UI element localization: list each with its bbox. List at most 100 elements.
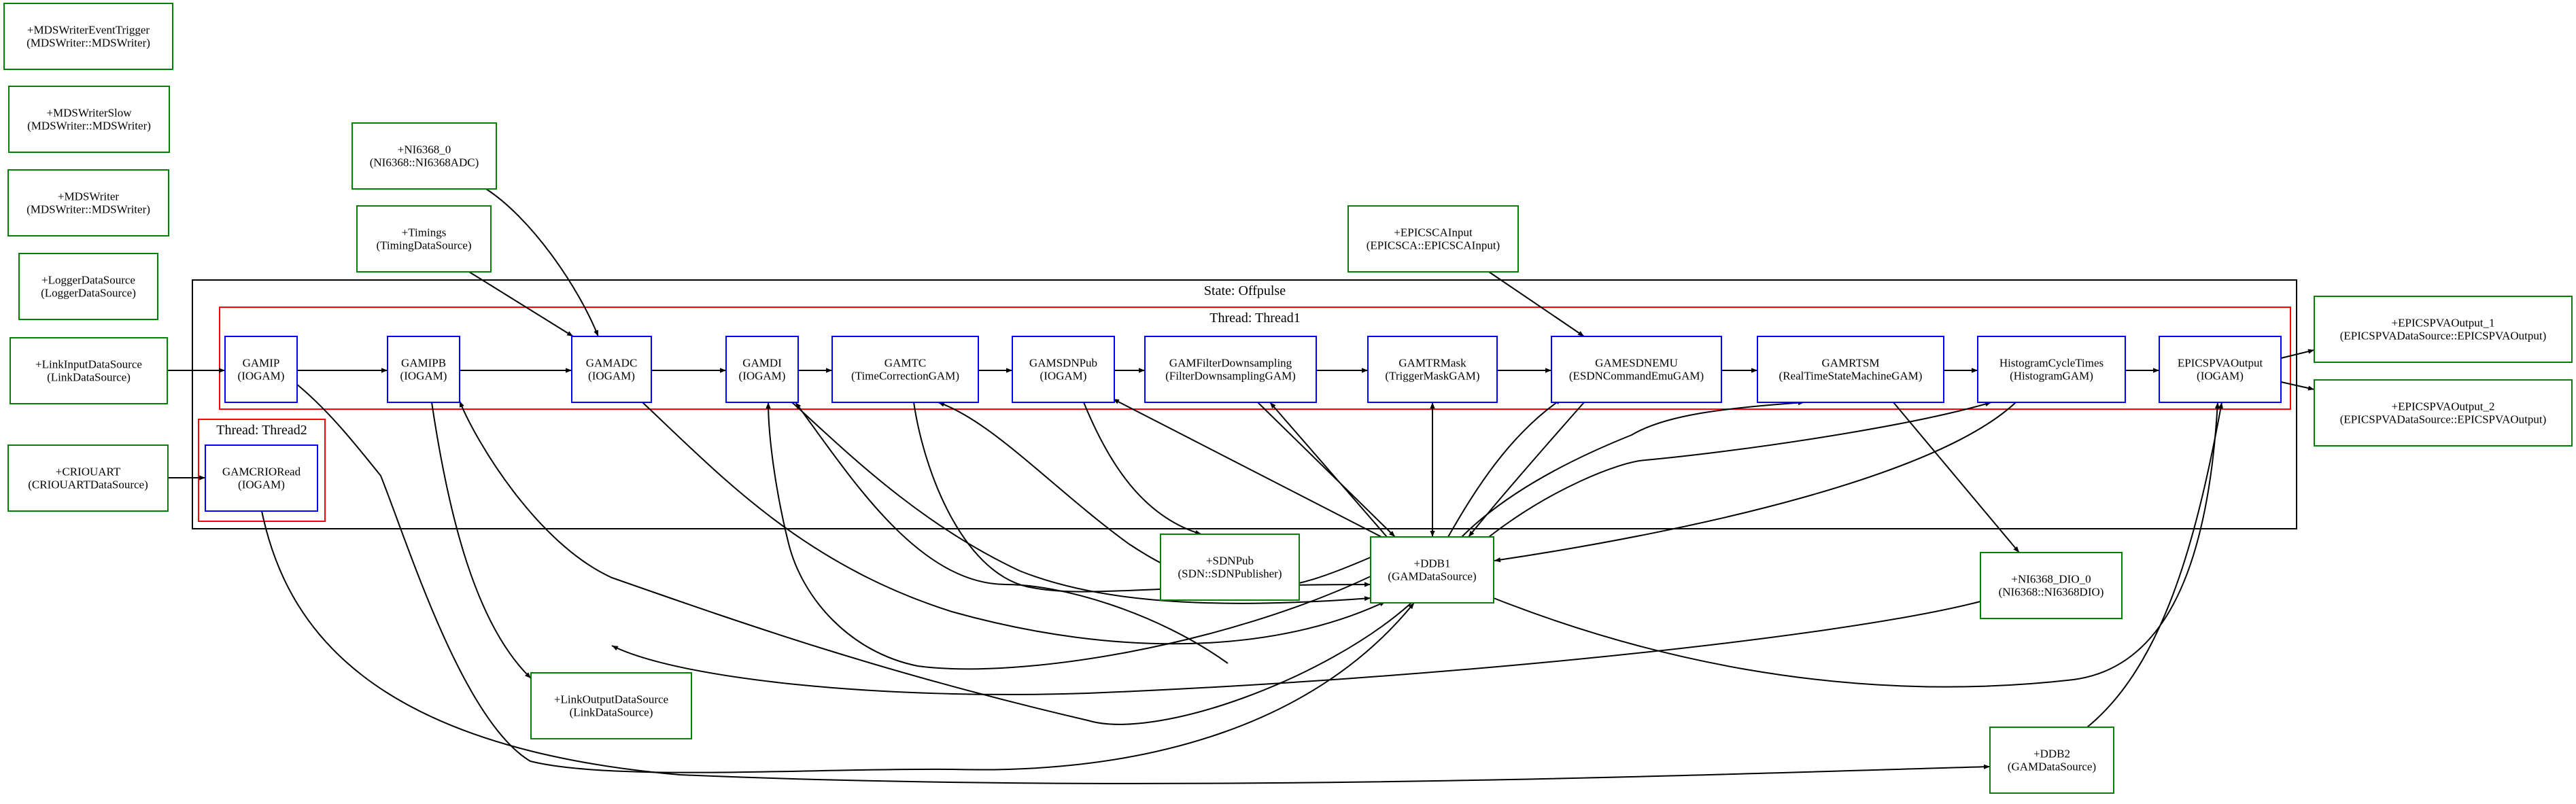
mdswriter-slow-node[interactable]: +MDSWriterSlow(MDSWriter::MDSWriter) [8, 86, 170, 153]
edges [167, 188, 2315, 784]
ni6368-0-type: (NI6368::NI6368ADC) [370, 156, 479, 169]
gamesdnemu-box [1551, 336, 1722, 403]
logger-datasource-node[interactable]: +LoggerDataSource(LoggerDataSource) [18, 253, 158, 320]
ni6368-dio-0-node[interactable]: +NI6368_DIO_0(NI6368::NI6368DIO) [1980, 552, 2123, 619]
arrow-ddb1-to-gamesdnemu [1447, 398, 1562, 538]
gamadc-node[interactable]: GAMADC(IOGAM) [571, 336, 652, 403]
gamtc-name: GAMTC [885, 357, 926, 370]
state-cluster-label: State: Offpulse [1204, 283, 1286, 298]
sdnpub-box [1160, 534, 1300, 601]
gamfilterdownsampling-type: (FilterDownsamplingGAM) [1165, 370, 1296, 383]
criouart-box [7, 444, 169, 512]
epicscainput-node[interactable]: +EPICSCAInput(EPICSCA::EPICSCAInput) [1347, 205, 1519, 273]
gamsdnpub-node[interactable]: GAMSDNPub(IOGAM) [1012, 336, 1115, 403]
ni6368-0-node[interactable]: +NI6368_0(NI6368::NI6368ADC) [351, 122, 497, 190]
mdswriter-node[interactable]: +MDSWriter(MDSWriter::MDSWriter) [7, 169, 169, 237]
gamrtsm-node[interactable]: GAMRTSM(RealTimeStateMachineGAM) [1757, 336, 1944, 403]
gamip-node[interactable]: GAMIP(IOGAM) [224, 336, 298, 403]
link-output-datasource-node[interactable]: +LinkOutputDataSource(LinkDataSource) [530, 672, 692, 739]
epicspvaoutput-1-type: (EPICSPVADataSource::EPICSPVAOutput) [2340, 330, 2547, 343]
gamfilterdownsampling-name: GAMFilterDownsampling [1169, 357, 1292, 370]
arrow-gamsdnpub-to-sdnpub [1083, 402, 1202, 535]
ddb1-name: +DDB1 [1414, 557, 1451, 570]
timings-name: +Timings [402, 226, 447, 239]
sdnpub-node[interactable]: +SDNPub(SDN::SDNPublisher) [1160, 534, 1300, 601]
ddb1-type: (GAMDataSource) [1388, 570, 1476, 583]
epicscainput-box [1347, 205, 1519, 273]
link-input-datasource-node[interactable]: +LinkInputDataSource(LinkDataSource) [10, 337, 168, 404]
logger-datasource-type: (LoggerDataSource) [41, 287, 136, 300]
arrow-ddb1-to-epicspvaoutput [1493, 402, 2220, 688]
gamip-type: (IOGAM) [238, 370, 285, 383]
ddb2-node[interactable]: +DDB2(GAMDataSource) [1989, 727, 2114, 794]
histogramcycletimes-box [1977, 336, 2126, 403]
gamadc-type: (IOGAM) [588, 370, 635, 383]
mdswriter-event-trigger-type: (MDSWriter::MDSWriter) [27, 37, 150, 50]
timings-node[interactable]: +Timings(TimingDataSource) [356, 205, 492, 273]
gamcrioread-box [205, 444, 318, 512]
epicscainput-name: +EPICSCAInput [1394, 226, 1473, 239]
arrow-ddb1-to-histogramcycletimes [1488, 402, 1992, 538]
link-output-datasource-box [530, 672, 692, 739]
epicscainput-type: (EPICSCA::EPICSCAInput) [1367, 239, 1500, 252]
arrow-timings-to-gamadc [468, 271, 574, 337]
gamrtsm-name: GAMRTSM [1822, 357, 1880, 370]
ni6368-0-name: +NI6368_0 [398, 143, 451, 156]
mdswriter-box [7, 169, 169, 237]
epicspvaoutput-type: (IOGAM) [2197, 370, 2244, 383]
gamdi-node[interactable]: GAMDI(IOGAM) [725, 336, 799, 403]
epicspvaoutput-1-node[interactable]: +EPICSPVAOutput_1(EPICSPVADataSource::EP… [2314, 296, 2573, 363]
mdswriter-event-trigger-name: +MDSWriterEventTrigger [27, 24, 150, 37]
ni6368-dio-0-name: +NI6368_DIO_0 [2011, 573, 2091, 586]
gamcrioread-node[interactable]: GAMCRIORead(IOGAM) [205, 444, 318, 512]
mdswriter-name: +MDSWriter [58, 190, 119, 203]
timings-box [356, 205, 492, 273]
ni6368-0-box [351, 122, 497, 190]
ddb1-node[interactable]: +DDB1(GAMDataSource) [1370, 536, 1494, 604]
arrow-gamrtsm-crossing-to-gamdi [795, 402, 1229, 664]
logger-datasource-name: +LoggerDataSource [41, 274, 135, 287]
gamfilterdownsampling-node[interactable]: GAMFilterDownsampling(FilterDownsampling… [1144, 336, 1317, 403]
epicspvaoutput-2-name: +EPICSPVAOutput_2 [2392, 400, 2495, 413]
gamesdnemu-node[interactable]: GAMESDNEMU(ESDNCommandEmuGAM) [1551, 336, 1722, 403]
arrow-ni6368-to-gamadc [485, 188, 599, 337]
mdswriter-type: (MDSWriter::MDSWriter) [27, 203, 150, 216]
gamrtsm-box [1757, 336, 1944, 403]
arrow-ddb1-to-gamfilterdownsampling [1269, 402, 1388, 538]
gamipb-name: GAMIPB [401, 357, 446, 370]
ddb2-name: +DDB2 [2033, 748, 2070, 761]
gamsdnpub-type: (IOGAM) [1040, 370, 1087, 383]
gamrtsm-type: (RealTimeStateMachineGAM) [1779, 370, 1923, 383]
link-input-datasource-box [10, 337, 168, 404]
arrow-gamesdnemu-to-ddb1 [1468, 402, 1585, 538]
ni6368-dio-0-type: (NI6368::NI6368DIO) [1999, 586, 2104, 599]
criouart-type: (CRIOUARTDataSource) [28, 478, 148, 491]
ddb2-box [1989, 727, 2114, 794]
epicspvaoutput-2-node[interactable]: +EPICSPVAOutput_2(EPICSPVADataSource::EP… [2314, 379, 2573, 447]
gamtc-node[interactable]: GAMTC(TimeCorrectionGAM) [831, 336, 979, 403]
arrow-epicspvaoutput-to-output-1 [2280, 349, 2315, 359]
gamtc-type: (TimeCorrectionGAM) [851, 370, 959, 383]
gamesdnemu-type: (ESDNCommandEmuGAM) [1569, 370, 1704, 383]
ddb2-type: (GAMDataSource) [2008, 761, 2096, 773]
mdswriter-event-trigger-node[interactable]: +MDSWriterEventTrigger(MDSWriter::MDSWri… [3, 3, 173, 70]
histogramcycletimes-node[interactable]: HistogramCycleTimes(HistogramGAM) [1977, 336, 2126, 403]
arrow-ddb1-to-gamtc [938, 402, 1371, 590]
gamadc-name: GAMADC [586, 357, 638, 370]
gamtrmask-box [1367, 336, 1498, 403]
gamip-box [224, 336, 298, 403]
gamtrmask-node[interactable]: GAMTRMask(TriggerMaskGAM) [1367, 336, 1498, 403]
timings-type: (TimingDataSource) [376, 239, 471, 252]
arrow-ddb1-to-gamipb [459, 400, 1412, 725]
criouart-node[interactable]: +CRIOUART(CRIOUARTDataSource) [7, 444, 169, 512]
link-output-datasource-type: (LinkDataSource) [570, 706, 653, 719]
gamipb-node[interactable]: GAMIPB(IOGAM) [387, 336, 460, 403]
epicspvaoutput-node[interactable]: EPICSPVAOutput(IOGAM) [2159, 336, 2282, 403]
gamipb-box [387, 336, 460, 403]
thread1-cluster: Thread: Thread1 [219, 307, 2291, 410]
gamcrioread-type: (IOGAM) [238, 478, 285, 491]
epicspvaoutput-2-box [2314, 379, 2573, 447]
arrow-epicspvaoutput-to-output-2 [2280, 381, 2315, 391]
thread2-cluster-border [198, 419, 326, 522]
arrow-gamrtsm-to-ni6368-dio [1893, 402, 2020, 553]
